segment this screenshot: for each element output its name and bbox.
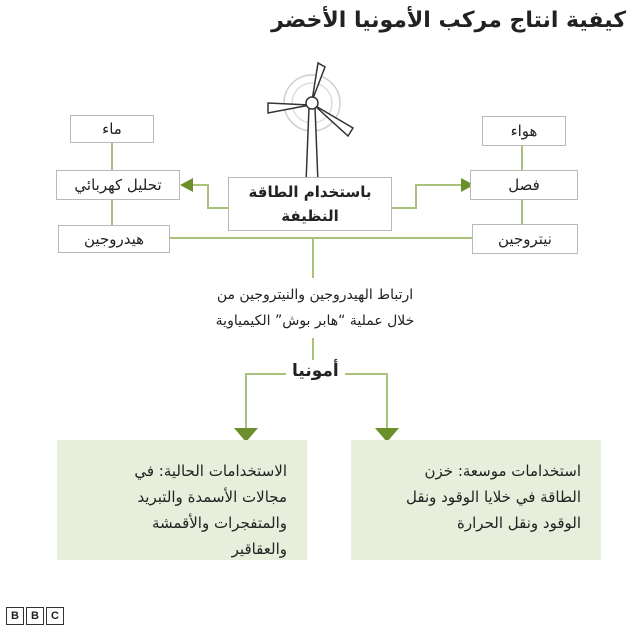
branch-right-line: [345, 373, 388, 428]
current-uses-line4: والعقاقير: [231, 540, 287, 558]
process-description: ارتباط الهيدروجين والنيتروجين من خلال عم…: [185, 282, 445, 334]
expanded-uses-line1: استخدامات موسعة: خزن: [424, 462, 582, 480]
hydrogen-box: هيدروجين: [58, 225, 170, 253]
center-to-left-line: [192, 184, 228, 209]
ammonia-label: أمونيا: [286, 361, 345, 381]
clean-energy-line2: النظيفة: [281, 207, 339, 225]
current-uses-line2: مجالات الأسمدة والتبريد: [137, 488, 287, 506]
process-line1: ارتباط الهيدروجين والنيتروجين من: [216, 287, 414, 303]
clean-energy-box: باستخدام الطاقة النظيفة: [228, 177, 392, 231]
wind-turbine-icon: [267, 61, 355, 184]
process-line2: خلال عملية “هابر بوش” الكيمياوية: [215, 313, 415, 329]
bbc-logo-letter-3: C: [46, 607, 64, 625]
center-to-right-line: [392, 184, 462, 209]
branch-left-line: [245, 373, 290, 428]
nitrogen-label: نيتروجين: [498, 230, 552, 248]
electrolysis-label: تحليل كهربائي: [74, 176, 162, 194]
expanded-uses-box: استخدامات موسعة: خزن الطاقة في خلايا الو…: [351, 440, 601, 560]
clean-energy-line1: باستخدام الطاقة: [248, 183, 372, 201]
air-label: هواء: [510, 122, 538, 140]
arrow-left-head: [180, 178, 193, 192]
arrow-right-head: [461, 178, 474, 192]
separation-label: فصل: [508, 176, 540, 194]
bbc-logo: B B C: [6, 607, 64, 625]
water-box: ماء: [70, 115, 154, 143]
current-uses-box: الاستخدامات الحالية: في مجالات الأسمدة و…: [57, 440, 307, 560]
arrow-down-right-head: [375, 428, 399, 442]
electrolysis-box: تحليل كهربائي: [56, 170, 180, 200]
current-uses-line3: والمتفجرات والأقمشة: [151, 514, 287, 532]
current-uses-line1: الاستخدامات الحالية: في: [134, 462, 287, 480]
water-label: ماء: [102, 120, 122, 138]
expanded-uses-line3: الوقود ونقل الحرارة: [457, 514, 581, 532]
air-box: هواء: [482, 116, 566, 146]
expanded-uses-line2: الطاقة في خلايا الوقود ونقل: [406, 488, 581, 506]
bbc-logo-letter-1: B: [6, 607, 24, 625]
hydrogen-label: هيدروجين: [84, 230, 145, 248]
arrow-down-left-head: [234, 428, 258, 442]
page-title: كيفية انتاج مركب الأمونيا الأخضر: [271, 8, 626, 33]
bbc-logo-letter-2: B: [26, 607, 44, 625]
nitrogen-box: نيتروجين: [472, 224, 578, 254]
separation-box: فصل: [470, 170, 578, 200]
